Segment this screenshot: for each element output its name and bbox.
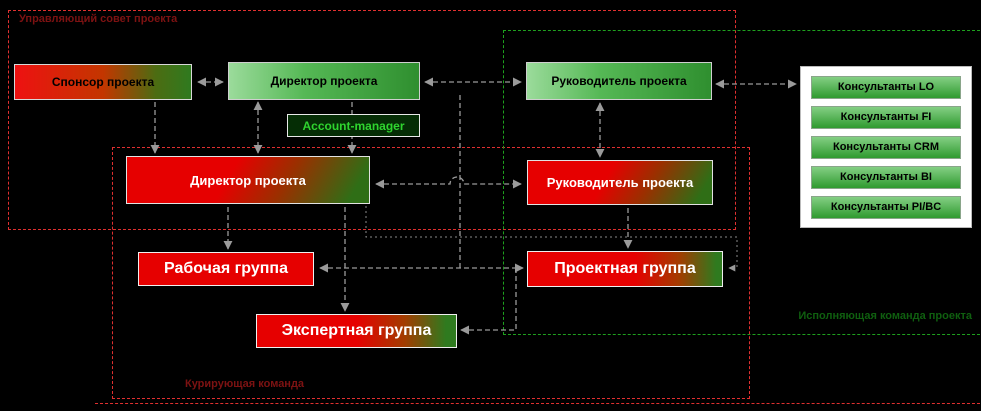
node-project-group: Проектная группа — [527, 251, 723, 287]
node-account-manager: Account-manager — [287, 114, 420, 137]
consultants-panel: Консультанты LO Консультанты FI Консульт… — [800, 66, 972, 228]
group-executor-label: Исполняющая команда проекта — [798, 310, 972, 322]
group-steering: Управляющий совет проекта — [8, 10, 736, 230]
node-project-manager-mid: Руководитель проекта — [527, 160, 713, 205]
group-curating: Курирующая команда — [112, 147, 750, 399]
bottom-dashed-divider — [95, 403, 980, 404]
consultant-item: Консультанты LO — [811, 75, 961, 99]
group-curating-label: Курирующая команда — [185, 378, 305, 390]
node-work-group: Рабочая группа — [138, 252, 314, 286]
node-expert-group: Экспертная группа — [256, 314, 457, 348]
node-director-top: Директор проекта — [228, 62, 420, 100]
consultant-item: Консультанты BI — [811, 165, 961, 189]
node-sponsor: Спонсор проекта — [14, 64, 192, 100]
consultant-item: Консультанты FI — [811, 105, 961, 129]
consultant-item: Консультанты CRM — [811, 135, 961, 159]
node-director-mid: Директор проекта — [126, 156, 370, 204]
group-steering-label: Управляющий совет проекта — [19, 13, 178, 25]
node-project-manager-top: Руководитель проекта — [526, 62, 712, 100]
consultant-item: Консультанты PI/BC — [811, 195, 961, 219]
